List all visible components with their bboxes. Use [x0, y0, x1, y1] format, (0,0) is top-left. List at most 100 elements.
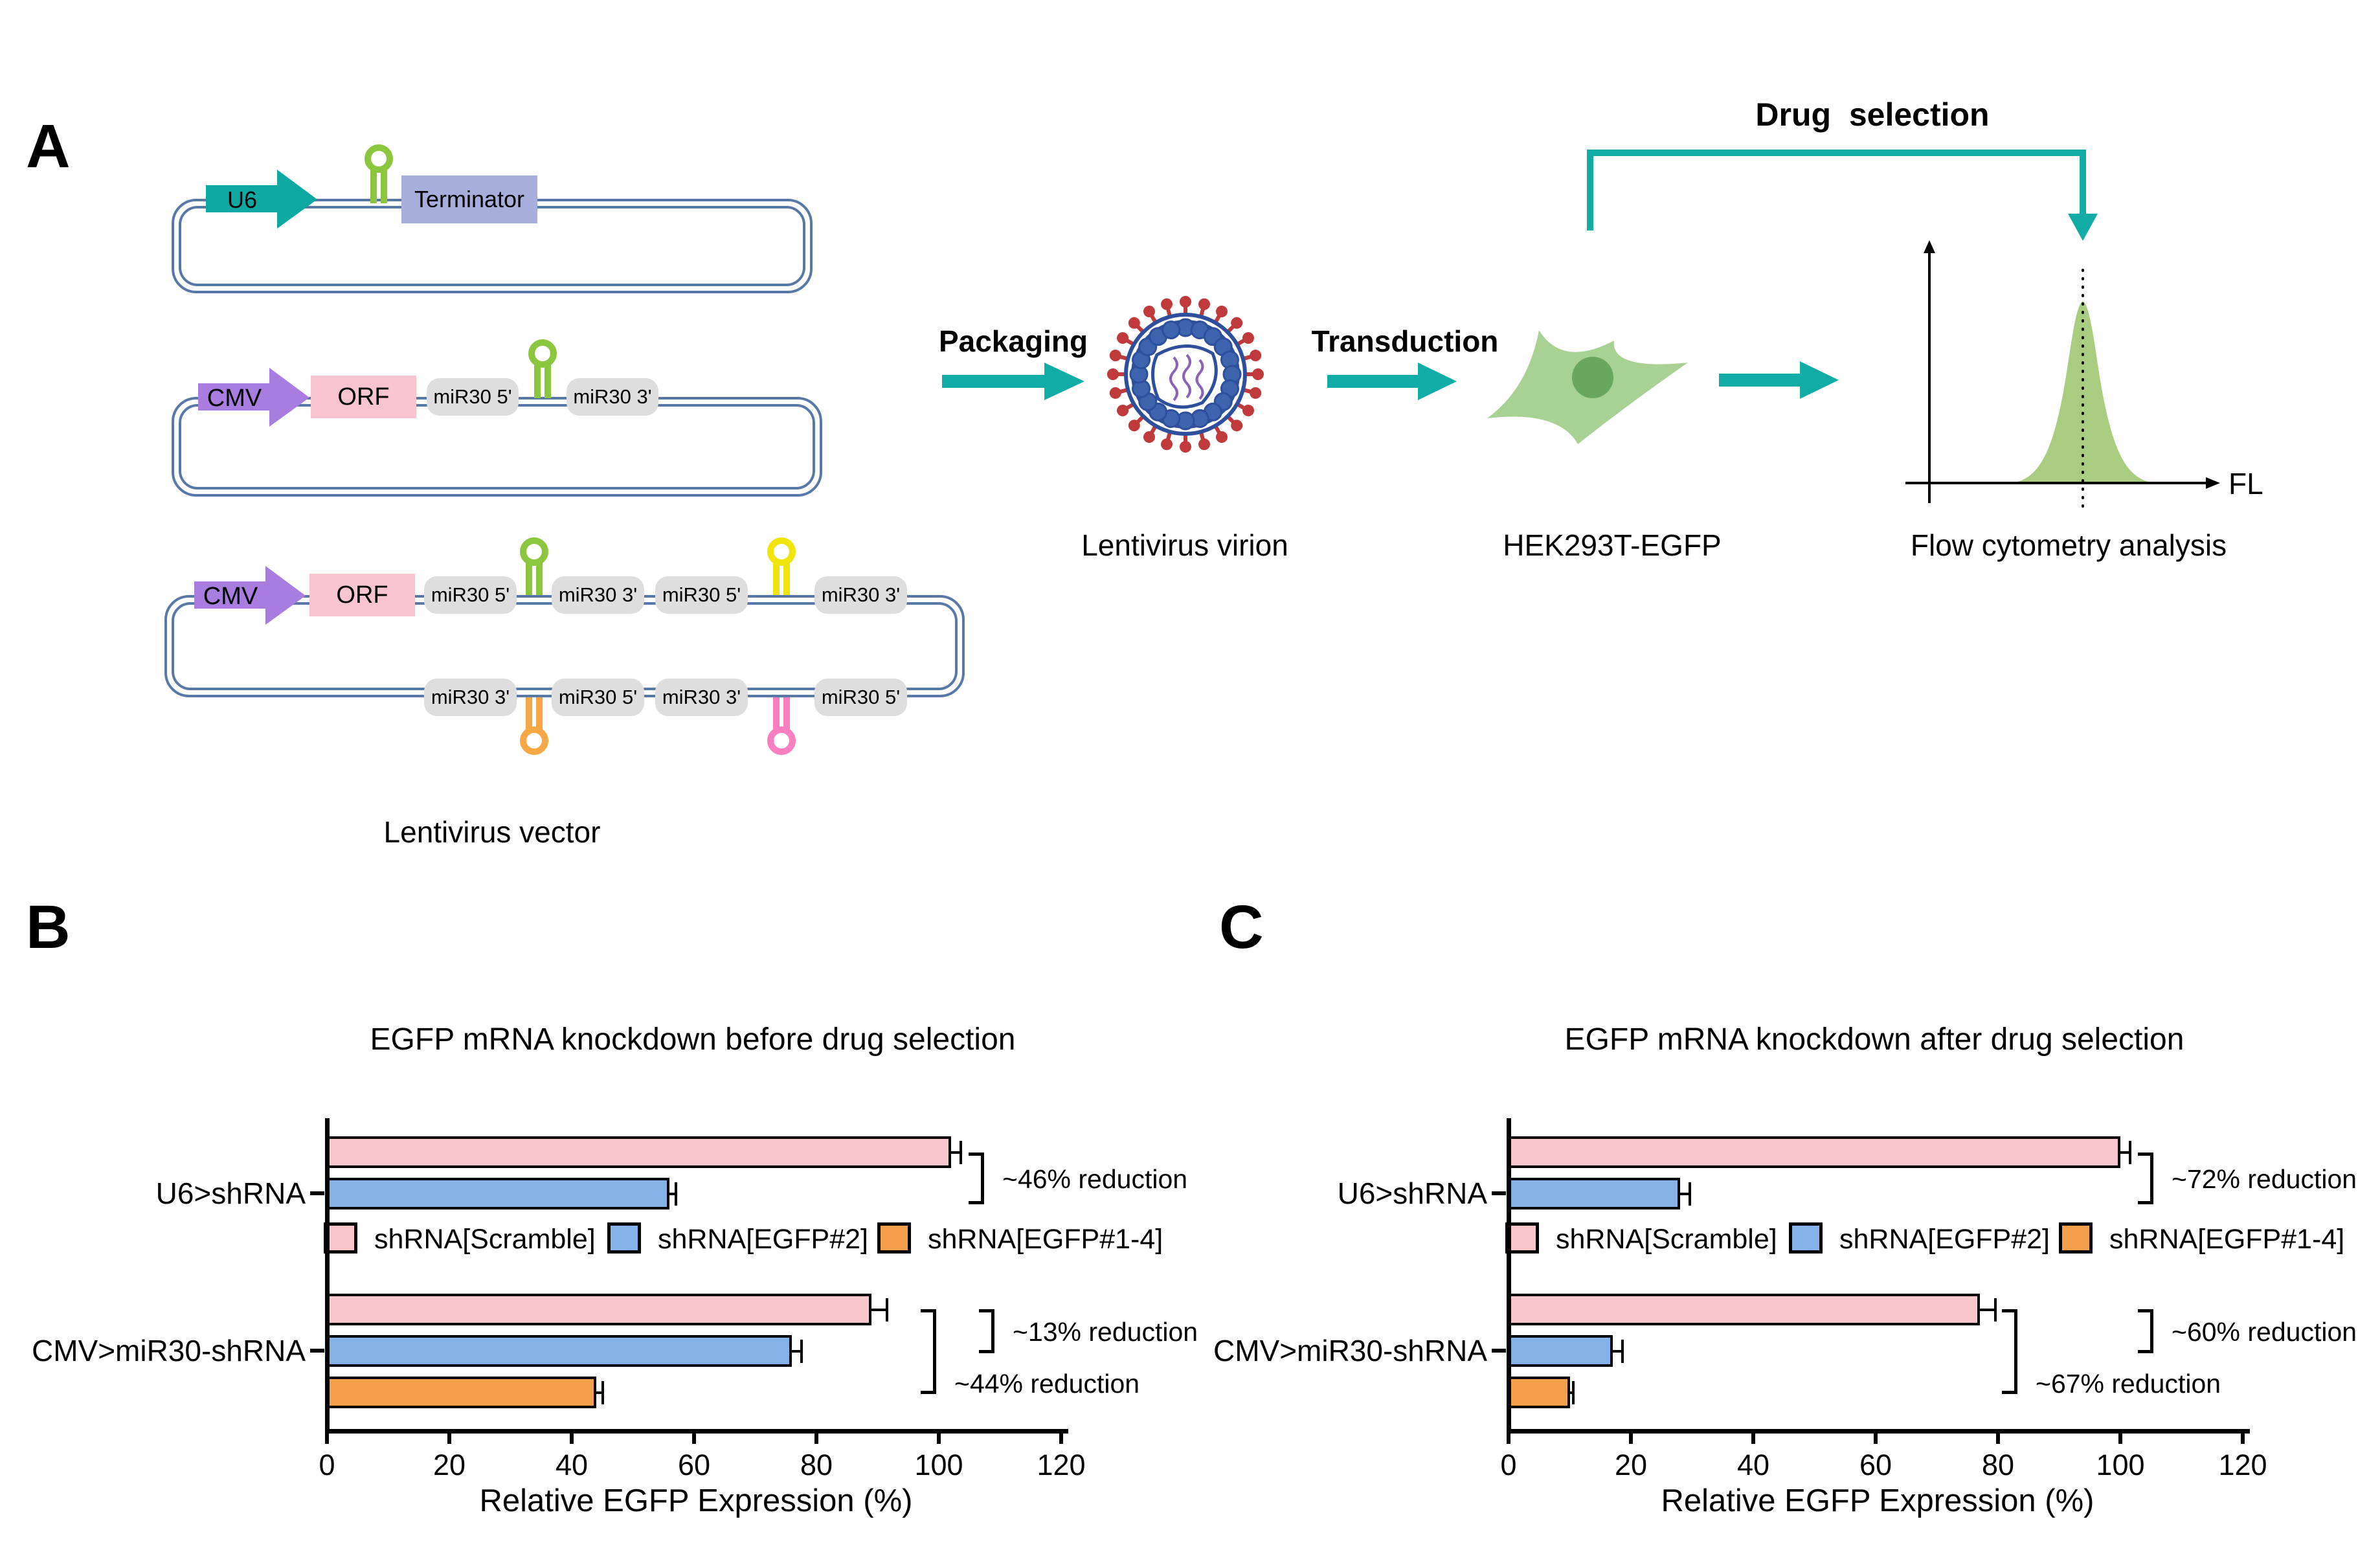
x-tick — [325, 1434, 329, 1444]
panel-c-x-axis — [1507, 1429, 2250, 1434]
drug-selection-label: Drug selection — [1755, 96, 1990, 133]
legend-swatch-egfp14 — [877, 1222, 911, 1254]
mir30-site: miR30 3' — [655, 679, 748, 716]
x-tick-label: 100 — [914, 1448, 963, 1481]
drug-selection-arrowhead-icon — [2068, 214, 2098, 241]
x-tick-label: 80 — [1981, 1448, 2015, 1481]
mir30-site-label: miR30 5' — [662, 583, 741, 606]
panel-b-x-axis — [325, 1429, 1068, 1434]
category-tick — [310, 1191, 324, 1195]
mir30-site: miR30 5' — [655, 576, 748, 614]
flow-cytometry-plot — [1905, 240, 2220, 513]
legend-swatch-egfp2 — [607, 1222, 641, 1254]
annotation-44: ~44% reduction — [954, 1369, 1140, 1399]
x-tick-label: 60 — [677, 1448, 711, 1481]
panel-a-label: A — [26, 112, 71, 181]
x-tick — [2118, 1434, 2122, 1444]
annotation-67: ~67% reduction — [2036, 1369, 2221, 1399]
cmv-promoter-label: CMV — [203, 583, 258, 610]
x-tick — [1874, 1434, 1878, 1444]
bar-c-cmv-egfp2 — [1509, 1335, 1624, 1367]
bar-c-cmv-scramble — [1509, 1294, 1997, 1325]
shrna-hairpin-green-icon — [365, 144, 393, 203]
bar-b-u6-egfp2 — [327, 1178, 677, 1209]
orf-label: ORF — [336, 581, 388, 609]
mir30-site-label: miR30 3' — [573, 385, 652, 408]
error-bar — [1567, 1380, 1575, 1404]
annotation-60: ~60% reduction — [2172, 1317, 2357, 1347]
shrna-hairpin-pink-icon — [767, 697, 796, 755]
bar-c-u6-egfp2 — [1509, 1178, 1691, 1209]
category-tick — [1492, 1191, 1506, 1195]
mir30-site: miR30 3' — [567, 378, 658, 416]
x-tick — [447, 1434, 451, 1444]
mir30-site: miR30 5' — [552, 679, 644, 716]
fl-axis-label: FL — [2228, 467, 2263, 500]
x-tick — [1059, 1434, 1063, 1444]
x-tick — [1996, 1434, 2000, 1444]
cmv-promoter-arrow-icon — [198, 368, 309, 427]
x-tick-label: 40 — [555, 1448, 589, 1481]
x-tick — [2241, 1434, 2245, 1444]
hek293t-cell-icon — [1487, 330, 1688, 444]
shrna-hairpin-orange-icon — [520, 697, 548, 755]
mir30-site: miR30 3' — [424, 679, 517, 716]
bar-b-cmv-egfp14 — [327, 1377, 604, 1408]
to-analysis-arrow-icon — [1719, 361, 1839, 399]
legend-swatch-egfp14 — [2059, 1222, 2093, 1254]
drug-selection-bracket-hline — [1587, 150, 2086, 156]
panel-b-title: EGFP mRNA knockdown before drug selectio… — [370, 1022, 1016, 1057]
reduction-bracket — [2002, 1309, 2017, 1394]
category-label-cmv: CMV>miR30-shRNA — [31, 1334, 306, 1367]
annotation-46: ~46% reduction — [1002, 1164, 1188, 1194]
u6-promoter-arrow-icon — [206, 170, 317, 229]
error-bar — [1610, 1339, 1624, 1363]
packaging-label: Packaging — [938, 324, 1088, 358]
packaging-arrow-icon — [942, 363, 1084, 400]
bar-b-cmv-scramble — [327, 1294, 888, 1325]
panel-c-y-axis — [1507, 1118, 1511, 1434]
bar-b-u6-scramble — [327, 1136, 962, 1168]
error-bar — [949, 1140, 962, 1164]
lentivirus-virion-icon — [1105, 294, 1266, 455]
x-tick-label: 100 — [2096, 1448, 2145, 1481]
x-tick-label: 20 — [1614, 1448, 1648, 1481]
x-tick — [1507, 1434, 1510, 1444]
reduction-bracket — [2138, 1153, 2153, 1204]
legend-label-egfp2: shRNA[EGFP#2] — [1839, 1224, 2050, 1255]
x-tick-label: 0 — [319, 1448, 335, 1481]
bar-c-u6-scramble — [1509, 1136, 2131, 1168]
panel-c-title: EGFP mRNA knockdown after drug selection — [1564, 1022, 2184, 1057]
category-tick — [310, 1349, 324, 1353]
terminator-label: Terminator — [414, 186, 525, 212]
orf-label: ORF — [337, 383, 390, 410]
mir30-site-label: miR30 3' — [821, 583, 901, 606]
legend-label-scramble: shRNA[Scramble] — [1556, 1224, 1777, 1255]
transduction-arrow-icon — [1327, 363, 1457, 400]
hek293t-egfp-label: HEK293T-EGFP — [1503, 528, 1722, 562]
error-bar — [1678, 1182, 1691, 1206]
legend-label-egfp2: shRNA[EGFP#2] — [658, 1224, 868, 1255]
cmv-promoter-label: CMV — [207, 385, 262, 412]
x-tick — [570, 1434, 574, 1444]
x-tick — [814, 1434, 818, 1444]
mir30-site: miR30 5' — [427, 378, 519, 416]
lentivirus-vector-label: Lentivirus vector — [383, 815, 601, 849]
flow-cytometry-label: Flow cytometry analysis — [1910, 528, 2227, 562]
mir30-site-label: miR30 3' — [431, 686, 510, 708]
x-tick-label: 120 — [1037, 1448, 1086, 1481]
error-bar — [667, 1182, 677, 1206]
category-tick — [1492, 1349, 1506, 1353]
x-tick — [1751, 1434, 1755, 1444]
mir30-site-label: miR30 5' — [558, 686, 638, 708]
error-bar — [789, 1339, 803, 1363]
reduction-bracket — [979, 1309, 994, 1353]
transduction-label: Transduction — [1311, 324, 1499, 358]
panel-c-label: C — [1219, 893, 1264, 962]
mir30-site-label: miR30 3' — [558, 583, 638, 606]
x-tick-label: 20 — [432, 1448, 466, 1481]
x-tick-label: 120 — [2218, 1448, 2267, 1481]
reduction-bracket — [969, 1153, 984, 1204]
mir30-site: miR30 3' — [552, 576, 644, 614]
